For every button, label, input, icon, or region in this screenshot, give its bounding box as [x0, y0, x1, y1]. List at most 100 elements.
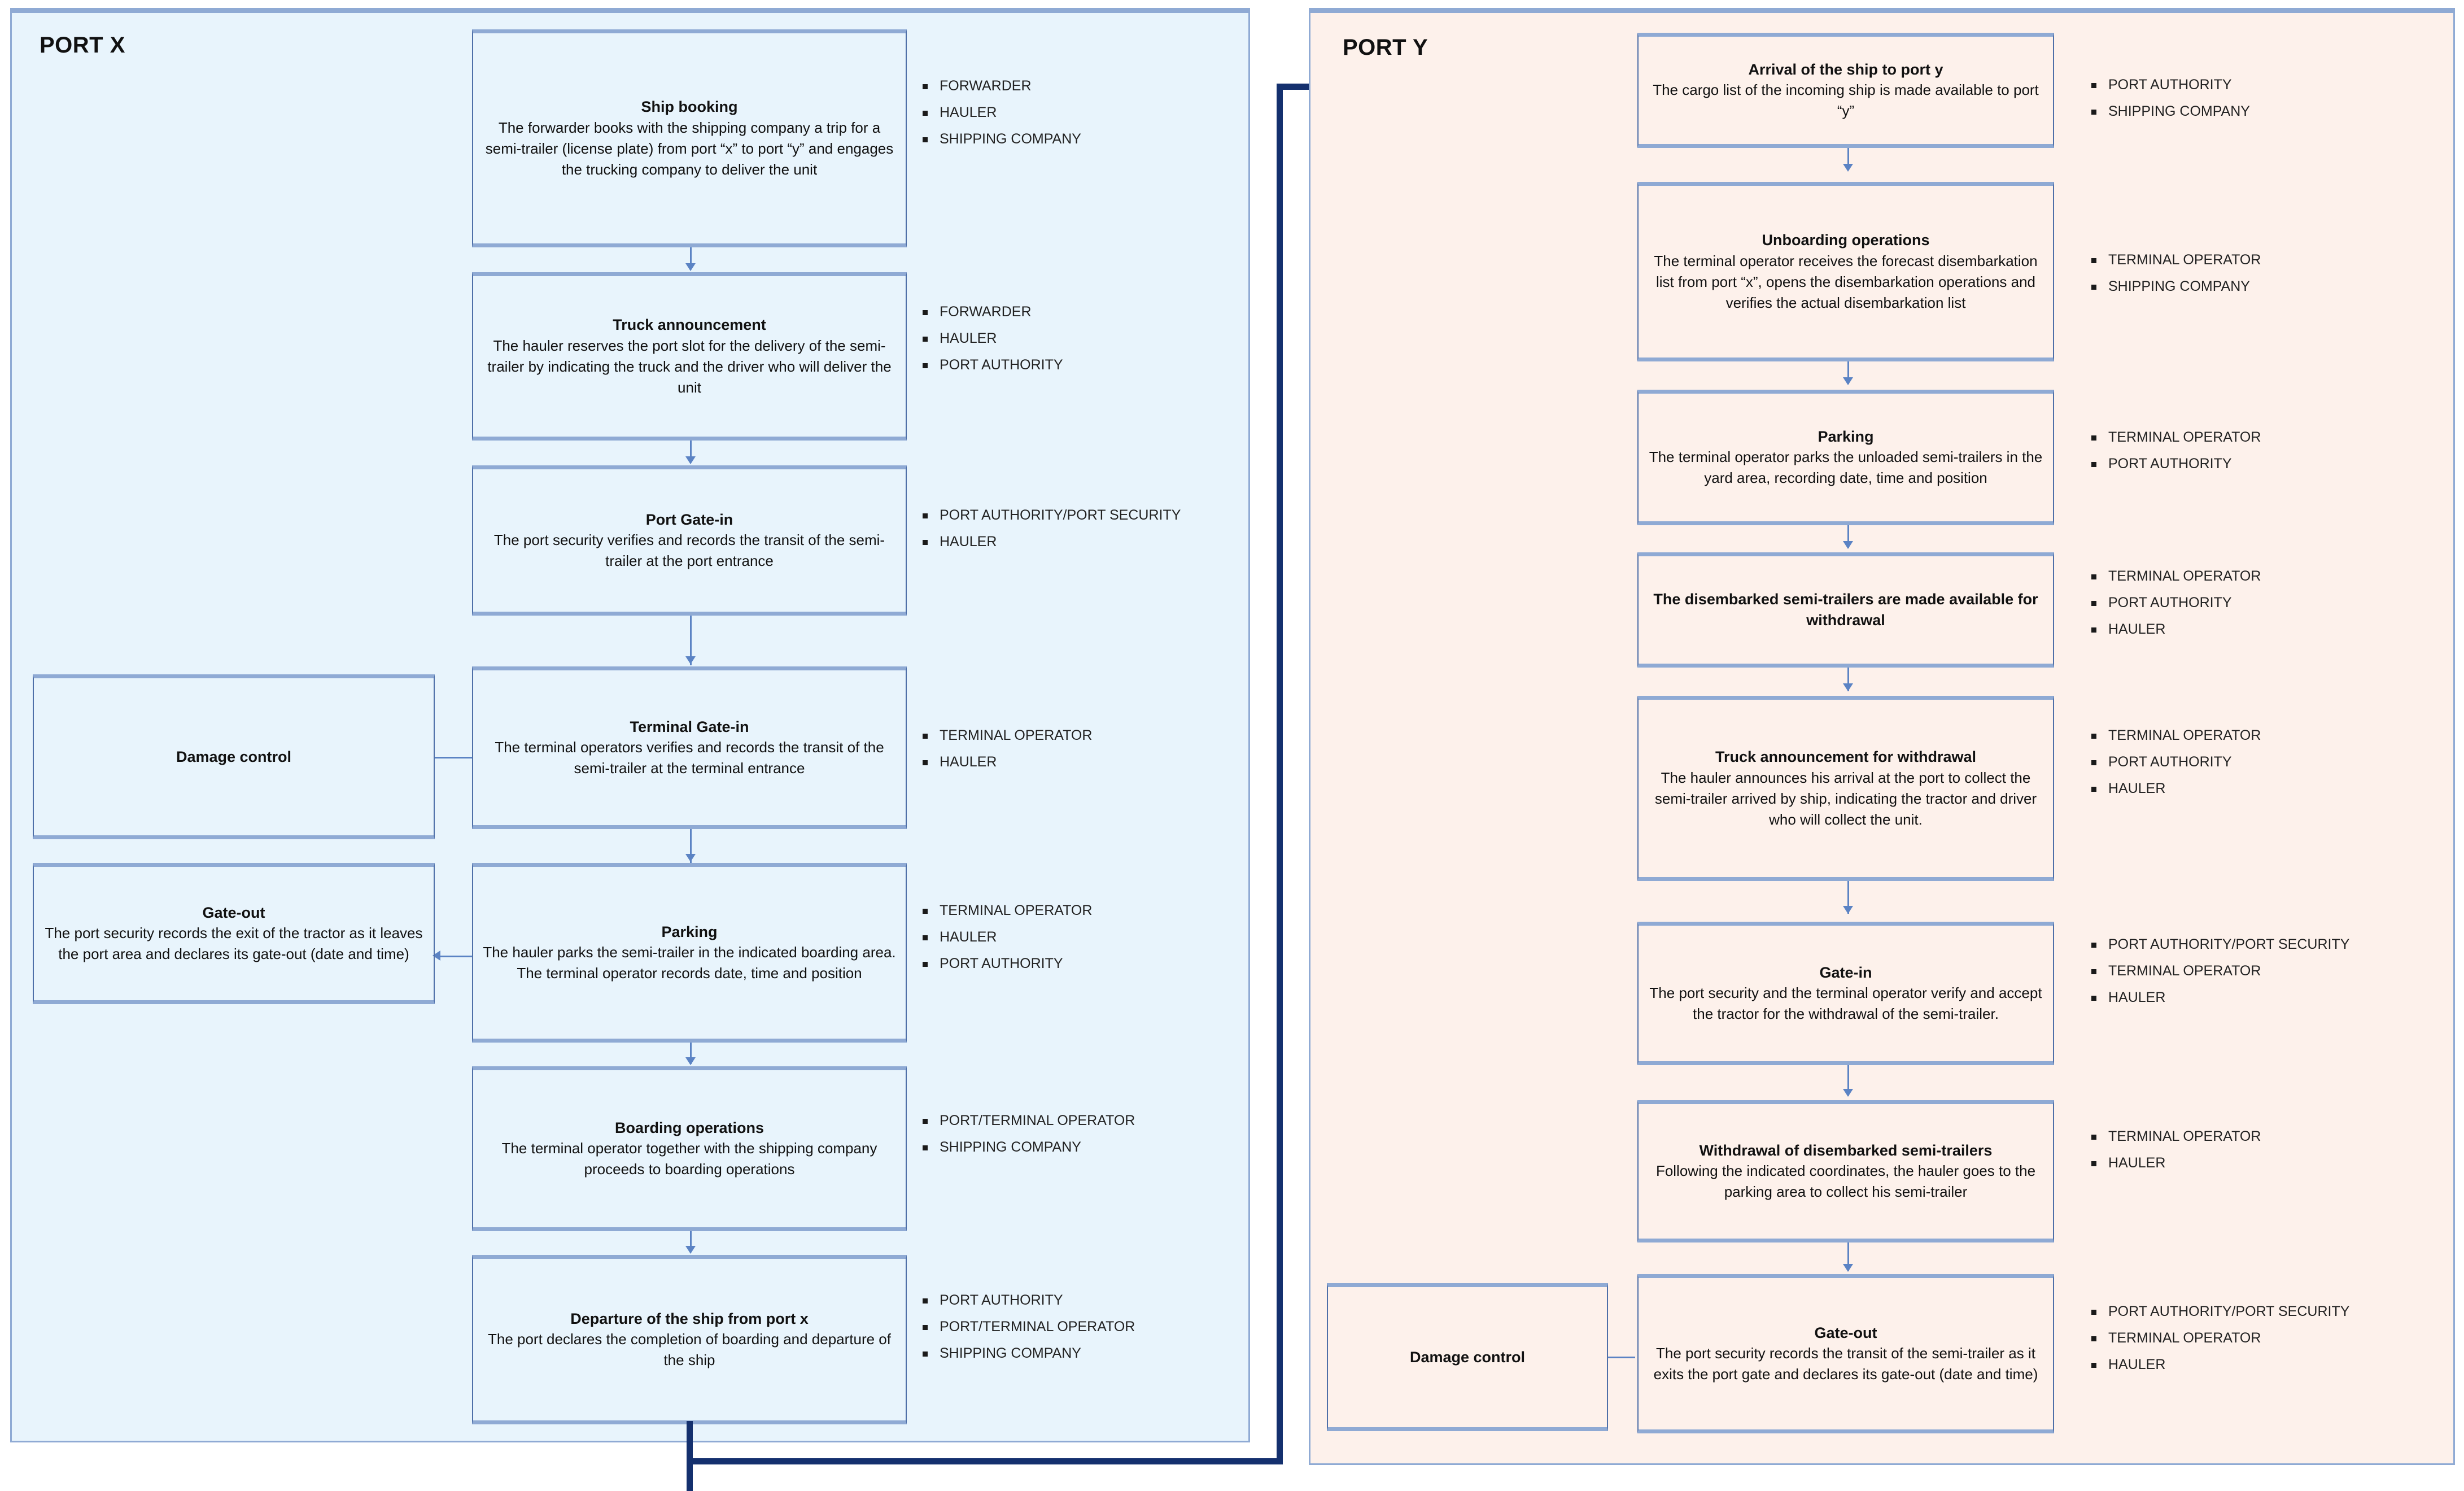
box-title: Unboarding operations: [1762, 232, 1930, 249]
process-box-unboarding-operations[interactable]: Unboarding operations The terminal opera…: [1637, 182, 2054, 361]
role-item: PORT AUTHORITY: [920, 358, 1063, 372]
role-item: HAULER: [920, 535, 1181, 549]
role-item: SHIPPING COMPANY: [920, 1140, 1135, 1154]
role-item: SHIPPING COMPANY: [920, 132, 1081, 146]
role-list-truck-announcement: FORWARDER HAULER PORT AUTHORITY: [920, 305, 1063, 385]
port-y-title: PORT Y: [1343, 35, 1428, 60]
box-body: The port security records the transit of…: [1653, 1345, 2038, 1383]
box-body: The terminal operator together with the …: [501, 1140, 877, 1178]
box-body: The terminal operators verifies and reco…: [495, 739, 884, 777]
connector-y-4: [1847, 668, 1849, 691]
port-x-title: PORT X: [40, 33, 125, 58]
box-title: Damage control: [176, 748, 292, 765]
process-box-available-for-withdrawal[interactable]: The disembarked semi-trailers are made a…: [1637, 552, 2054, 668]
process-box-terminal-gate-in[interactable]: Terminal Gate-in The terminal operators …: [472, 666, 907, 829]
connector-y-3: [1847, 525, 1849, 548]
process-box-departure-from-port-x[interactable]: Departure of the ship from port x The po…: [472, 1255, 907, 1424]
role-list-parking-y: TERMINAL OPERATOR PORT AUTHORITY: [2089, 430, 2261, 483]
connector-damage-control-x: [435, 757, 472, 758]
connector-x-3: [690, 616, 692, 665]
connector-x-4: [690, 829, 692, 863]
process-box-port-gate-in[interactable]: Port Gate-in The port security verifies …: [472, 465, 907, 616]
box-body: The hauler parks the semi-trailer in the…: [483, 944, 896, 982]
connector-y-1-arrow: [1843, 164, 1853, 172]
role-list-withdrawal: TERMINAL OPERATOR HAULER: [2089, 1130, 2261, 1183]
role-list-gate-out-y: PORT AUTHORITY/PORT SECURITY TERMINAL OP…: [2089, 1305, 2349, 1384]
port-y-panel: [1309, 8, 2455, 1465]
process-box-ship-arrival[interactable]: Arrival of the ship to port y The cargo …: [1637, 33, 2054, 148]
role-item: TERMINAL OPERATOR: [2089, 964, 2349, 978]
process-box-parking-x[interactable]: Parking The hauler parks the semi-traile…: [472, 863, 907, 1043]
role-item: TERMINAL OPERATOR: [2089, 430, 2261, 444]
box-body: The port declares the completion of boar…: [487, 1331, 891, 1369]
process-box-gate-out-y[interactable]: Gate-out The port security records the t…: [1637, 1274, 2054, 1433]
box-title: Parking: [1818, 428, 1874, 445]
process-box-gate-in-y[interactable]: Gate-in The port security and the termin…: [1637, 922, 2054, 1065]
process-box-damage-control-x[interactable]: Damage control: [33, 674, 435, 839]
box-body: The hauler announces his arrival at the …: [1654, 769, 2037, 828]
role-item: TERMINAL OPERATOR: [2089, 1331, 2349, 1345]
box-title: Terminal Gate-in: [630, 718, 749, 735]
connector-y-6-arrow: [1843, 1089, 1853, 1097]
role-item: HAULER: [2089, 991, 2349, 1005]
process-box-truck-announcement[interactable]: Truck announcement The hauler reserves t…: [472, 272, 907, 441]
role-item: PORT AUTHORITY: [2089, 457, 2261, 471]
box-title: Arrival of the ship to port y: [1748, 60, 1943, 78]
connector-parking-to-gateout-x: [440, 956, 472, 957]
role-item: PORT AUTHORITY/PORT SECURITY: [920, 508, 1181, 522]
process-box-parking-y[interactable]: Parking The terminal operator parks the …: [1637, 390, 2054, 525]
process-box-damage-control-y[interactable]: Damage control: [1327, 1283, 1608, 1431]
role-item: TERMINAL OPERATOR: [920, 904, 1092, 918]
connector-x-3-arrow: [685, 656, 696, 664]
box-body: The terminal operator parks the unloaded…: [1649, 448, 2043, 487]
process-box-boarding-operations[interactable]: Boarding operations The terminal operato…: [472, 1066, 907, 1231]
process-box-withdrawal[interactable]: Withdrawal of disembarked semi-trailers …: [1637, 1100, 2054, 1242]
role-list-ship-arrival: PORT AUTHORITY SHIPPING COMPANY: [2089, 78, 2250, 131]
box-title: Port Gate-in: [645, 511, 733, 528]
box-body: The terminal operator receives the forec…: [1654, 252, 2038, 311]
interport-connector-segment-down: [687, 1421, 693, 1491]
role-item: PORT AUTHORITY: [2089, 755, 2261, 769]
box-title: Truck announcement: [613, 316, 766, 334]
connector-y-3-arrow: [1843, 541, 1853, 549]
connector-x-2-arrow: [685, 456, 696, 464]
role-item: PORT AUTHORITY: [920, 1293, 1135, 1307]
role-item: PORT/TERMINAL OPERATOR: [920, 1320, 1135, 1334]
process-box-truck-announcement-withdrawal[interactable]: Truck announcement for withdrawal The ha…: [1637, 696, 2054, 881]
box-body: The forwarder books with the shipping co…: [485, 119, 894, 178]
box-title: Boarding operations: [614, 1119, 764, 1136]
role-item: FORWARDER: [920, 305, 1063, 319]
role-item: SHIPPING COMPANY: [920, 1346, 1135, 1361]
connector-y-2-arrow: [1843, 377, 1853, 385]
role-list-boarding-operations: PORT/TERMINAL OPERATOR SHIPPING COMPANY: [920, 1114, 1135, 1167]
connector-x-6: [690, 1231, 692, 1252]
role-item: HAULER: [2089, 1156, 2261, 1170]
role-item: HAULER: [920, 755, 1092, 769]
role-list-truck-announcement-withdrawal: TERMINAL OPERATOR PORT AUTHORITY HAULER: [2089, 729, 2261, 808]
connector-y-5: [1847, 881, 1849, 914]
process-box-ship-booking[interactable]: Ship booking The forwarder books with th…: [472, 29, 907, 247]
box-title: Withdrawal of disembarked semi-trailers: [1699, 1141, 1993, 1159]
box-title: Gate-out: [202, 904, 265, 921]
role-item: HAULER: [920, 106, 1081, 120]
connector-y-4-arrow: [1843, 683, 1853, 691]
box-title: The disembarked semi-trailers are made a…: [1653, 591, 2038, 629]
role-item: SHIPPING COMPANY: [2089, 104, 2250, 119]
role-item: TERMINAL OPERATOR: [2089, 729, 2261, 743]
process-box-gate-out-x[interactable]: Gate-out The port security records the e…: [33, 863, 435, 1004]
role-item: TERMINAL OPERATOR: [920, 729, 1092, 743]
connector-x-2: [690, 441, 692, 461]
role-list-gate-in-y: PORT AUTHORITY/PORT SECURITY TERMINAL OP…: [2089, 938, 2349, 1017]
box-title: Departure of the ship from port x: [570, 1310, 809, 1327]
box-body: The port security and the terminal opera…: [1649, 984, 2042, 1023]
connector-x-1: [690, 247, 692, 268]
connector-x-1-arrow: [685, 263, 696, 271]
box-body: The cargo list of the incoming ship is m…: [1653, 81, 2039, 120]
box-title: Damage control: [1409, 1348, 1526, 1366]
interport-connector-segment-up: [1277, 84, 1283, 1462]
connector-y-1: [1847, 148, 1849, 169]
role-list-unboarding-operations: TERMINAL OPERATOR SHIPPING COMPANY: [2089, 253, 2261, 306]
connector-x-5-arrow: [685, 1057, 696, 1065]
role-item: PORT AUTHORITY/PORT SECURITY: [2089, 1305, 2349, 1319]
